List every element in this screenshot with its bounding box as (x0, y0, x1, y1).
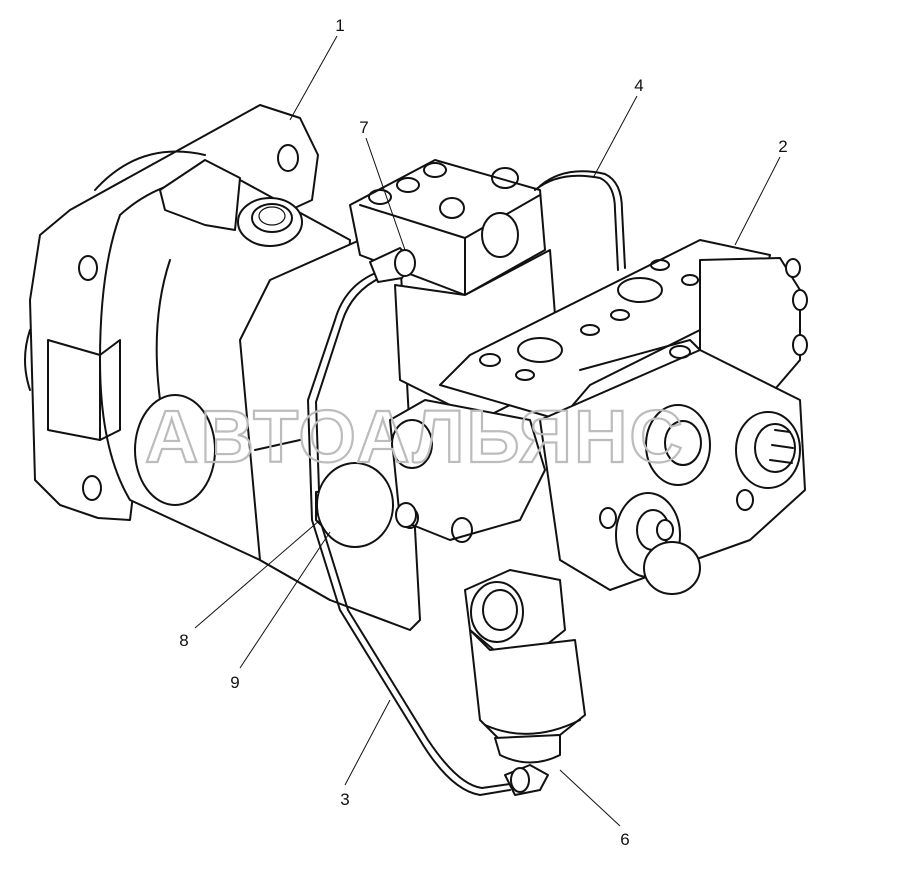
control-valve-assembly (389, 239, 808, 595)
callout-8: 8 (179, 631, 188, 650)
callout-1: 1 (335, 16, 344, 35)
callout-2: 2 (778, 137, 787, 156)
round-plug (316, 462, 417, 548)
callout-3: 3 (340, 790, 349, 809)
valve-block-top (349, 159, 561, 421)
callout-7: 7 (359, 118, 368, 137)
lower-cylinder (464, 569, 586, 764)
callout-6: 6 (620, 830, 629, 849)
leader-lines (194, 35, 781, 827)
pipe-4 (534, 170, 626, 271)
callout-9: 9 (230, 673, 239, 692)
callout-labels: 1 2 3 4 6 7 8 9 (179, 16, 787, 849)
callout-4: 4 (634, 76, 643, 95)
watermark-text: АВТОАЛЬЯНС (145, 395, 685, 478)
motor-housing (24, 104, 421, 631)
